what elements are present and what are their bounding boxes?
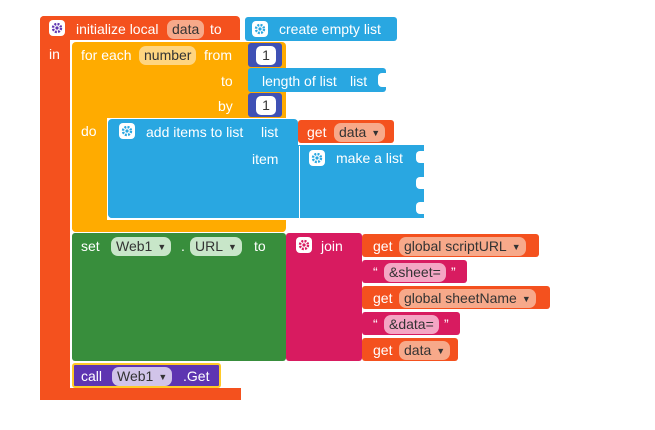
open-quote: “	[373, 316, 378, 332]
for-each-footer	[72, 220, 286, 232]
initialize-local-label: initialize local	[76, 21, 159, 37]
property-dropdown[interactable]: URL ▼	[190, 237, 242, 256]
property-dot: .	[181, 238, 185, 254]
gear-icon[interactable]	[309, 150, 325, 166]
gear-icon[interactable]	[296, 237, 312, 253]
length-of-list-block[interactable]	[248, 68, 386, 92]
variable-dropdown[interactable]: global sheetName ▼	[399, 289, 536, 308]
length-of-list-list-label: list	[350, 73, 368, 89]
initialize-local-body	[40, 16, 70, 400]
create-empty-list-block[interactable]	[245, 17, 397, 41]
set-property-block[interactable]	[72, 233, 286, 361]
property-name: URL	[195, 238, 224, 254]
set-to-label: to	[254, 238, 266, 254]
empty-socket[interactable]	[416, 202, 424, 214]
get-label: get	[373, 290, 393, 306]
component-dropdown[interactable]: Web1 ▼	[111, 237, 172, 256]
add-items-label: add items to list	[146, 124, 244, 140]
make-a-list-label: make a list	[336, 150, 403, 166]
gear-icon[interactable]	[49, 20, 65, 36]
close-quote: ”	[444, 316, 449, 332]
initialize-in-label: in	[49, 46, 60, 62]
component-name: Web1	[117, 368, 154, 384]
by-number-value[interactable]: 1	[256, 96, 276, 115]
variable-name: global sheetName	[404, 290, 517, 306]
empty-socket[interactable]	[416, 151, 424, 163]
variable-name: data	[404, 342, 432, 358]
component-dropdown[interactable]: Web1 ▼	[112, 367, 173, 386]
for-each-do-label: do	[81, 123, 97, 139]
dropdown-arrow-icon: ▼	[157, 242, 167, 252]
variable-name: data	[339, 124, 367, 140]
get-label: get	[307, 124, 327, 140]
call-label: call	[81, 368, 103, 384]
variable-dropdown[interactable]: global scriptURL ▼	[399, 237, 526, 256]
open-quote: “	[373, 264, 378, 280]
method-name: .Get	[183, 368, 210, 384]
for-each-to-label: to	[221, 73, 233, 89]
empty-socket[interactable]	[378, 73, 386, 87]
dropdown-arrow-icon: ▼	[371, 128, 381, 138]
variable-name: global scriptURL	[404, 238, 507, 254]
variable-dropdown[interactable]: data ▼	[399, 341, 451, 360]
initialize-to-label: to	[210, 21, 222, 37]
for-each-by-label: by	[218, 98, 233, 114]
create-empty-list-label: create empty list	[279, 21, 381, 37]
join-block[interactable]	[286, 233, 362, 361]
from-number-value[interactable]: 1	[256, 46, 276, 65]
dropdown-arrow-icon: ▼	[436, 346, 446, 356]
dropdown-arrow-icon: ▼	[158, 372, 168, 382]
for-each-from-label: from	[204, 47, 232, 63]
local-variable-name[interactable]: data	[167, 20, 205, 39]
component-name: Web1	[116, 238, 153, 254]
text-value[interactable]: &data=	[384, 315, 439, 334]
close-quote: ”	[451, 264, 456, 280]
gear-icon[interactable]	[119, 123, 135, 139]
add-items-list-label: list	[261, 124, 279, 140]
empty-socket[interactable]	[416, 177, 424, 189]
get-label: get	[373, 342, 393, 358]
loop-variable-name[interactable]: number	[139, 46, 197, 65]
text-value[interactable]: &sheet=	[384, 263, 446, 282]
set-label: set	[81, 238, 100, 254]
for-each-label: for each	[81, 47, 132, 63]
gear-icon[interactable]	[252, 21, 268, 37]
variable-dropdown[interactable]: data ▼	[334, 123, 386, 142]
dropdown-arrow-icon: ▼	[521, 294, 531, 304]
join-label: join	[321, 238, 343, 254]
initialize-local-block[interactable]	[40, 16, 240, 40]
add-items-item-label: item	[252, 151, 279, 167]
get-label: get	[373, 238, 393, 254]
initialize-local-footer	[40, 388, 241, 400]
dropdown-arrow-icon: ▼	[228, 242, 237, 252]
length-of-list-label: length of list	[262, 73, 337, 89]
dropdown-arrow-icon: ▼	[511, 242, 521, 252]
